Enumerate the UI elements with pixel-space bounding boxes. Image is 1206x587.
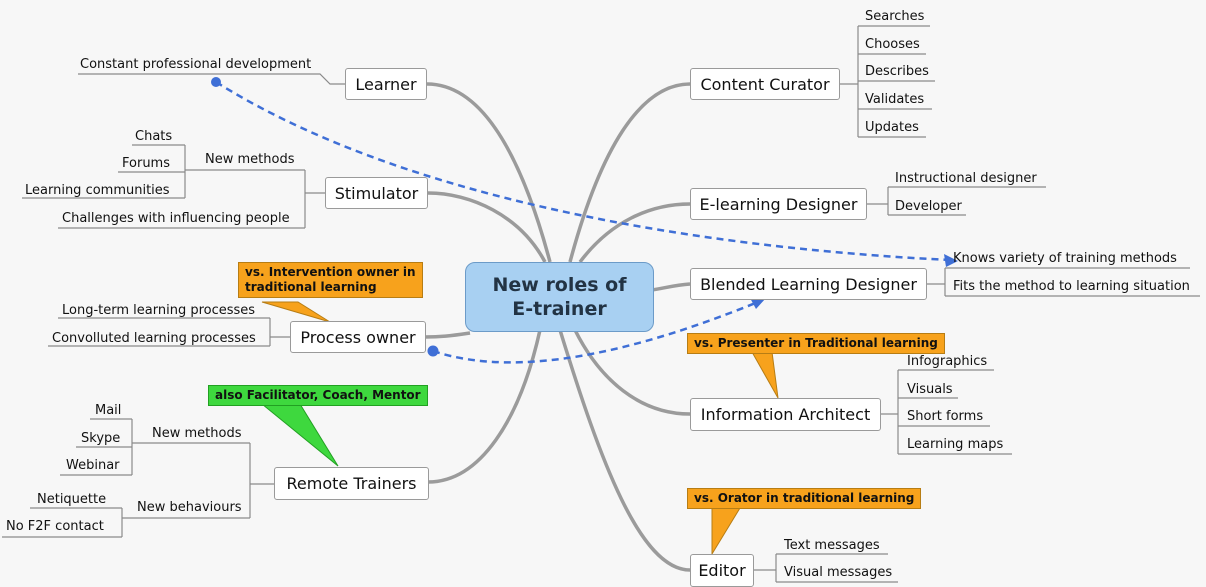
information-architect-item: Short forms (907, 409, 984, 424)
branch-learner (426, 82, 552, 263)
content-curator-item: Chooses (865, 37, 920, 52)
callout-process-owner-line1: vs. Intervention owner in (245, 265, 416, 279)
content-curator-item: Describes (865, 64, 929, 79)
editor-item: Text messages (784, 538, 880, 553)
callout-pointer-information-architect (751, 351, 779, 399)
callout-pointer-editor (711, 507, 741, 556)
process-owner-node[interactable]: Process owner (290, 321, 426, 353)
callout-information-architect: vs. Presenter in Traditional learning (687, 333, 945, 354)
branch-stimulator (427, 191, 547, 263)
information-architect-node[interactable]: Information Architect (690, 398, 881, 431)
stimulator-group-label: New methods (205, 152, 295, 167)
branch-process-owner (424, 331, 471, 339)
remote-group1-label: New methods (152, 426, 242, 441)
stimulator-item: Chats (135, 129, 173, 144)
elearning-designer-label: E-learning Designer (699, 194, 858, 214)
process-owner-item: Convolluted learning processes (52, 331, 256, 346)
blended-designer-item: Fits the method to learning situation (953, 279, 1190, 294)
information-architect-item: Visuals (907, 382, 953, 397)
elearning-designer-item: Developer (895, 199, 962, 214)
learner-node[interactable]: Learner (345, 68, 427, 100)
stimulator-label: Stimulator (334, 183, 419, 203)
information-architect-item: Learning maps (907, 437, 1004, 452)
information-architect-label: Information Architect (700, 405, 871, 424)
branch-remote-trainers (427, 329, 542, 484)
branch-editor (558, 329, 691, 572)
content-curator-node[interactable]: Content Curator (690, 68, 840, 100)
link-start-dot-icon (427, 345, 439, 357)
dashed-link-process-owner-to-blended (432, 300, 759, 364)
editor-label: Editor (698, 561, 746, 580)
branch-blended-designer (651, 282, 691, 292)
remote-group1-item: Mail (95, 403, 122, 418)
remote-group1-item: Webinar (66, 458, 120, 473)
blended-learning-designer-node[interactable]: Blended Learning Designer (690, 268, 927, 300)
blended-designer-item: Knows variety of training methods (953, 251, 1177, 266)
callout-pointer-remote-trainers (260, 403, 339, 467)
remote-group2-item: No F2F contact (6, 519, 104, 534)
stimulator-node[interactable]: Stimulator (325, 177, 428, 209)
branch-elearning-designer (578, 202, 691, 264)
callout-editor: vs. Orator in traditional learning (687, 488, 922, 509)
dashed-link-learner-to-training-methods (215, 80, 951, 262)
branch-information-architect (573, 329, 691, 416)
process-owner-item: Long-term learning processes (62, 303, 256, 318)
leaf-lines (2, 25, 1200, 583)
callout-remote-trainers: also Facilitator, Coach, Mentor (208, 385, 428, 406)
content-curator-label: Content Curator (700, 74, 830, 94)
editor-node[interactable]: Editor (690, 554, 754, 587)
stimulator-item: Forums (122, 156, 170, 171)
link-start-dot-icon (211, 77, 221, 87)
editor-item: Visual messages (784, 565, 893, 580)
callout-process-owner-line2: traditional learning (245, 280, 377, 294)
stimulator-extra: Challenges with influencing people (62, 211, 290, 226)
arrowhead-icon (944, 254, 958, 267)
stimulator-item: Learning communities (25, 183, 170, 198)
learner-label: Learner (355, 74, 417, 94)
remote-group2-item: Netiquette (37, 492, 107, 507)
content-curator-item: Validates (865, 92, 925, 107)
remote-group2-label: New behaviours (137, 500, 242, 515)
callout-process-owner: vs. Intervention owner in traditional le… (238, 262, 423, 298)
learner-leaf: Constant professional development (80, 57, 312, 72)
remote-trainers-label: Remote Trainers (286, 474, 417, 493)
blended-learning-designer-label: Blended Learning Designer (700, 274, 917, 294)
content-curator-item: Updates (865, 120, 919, 135)
process-owner-label: Process owner (300, 327, 416, 347)
content-curator-item: Searches (865, 9, 925, 24)
remote-trainers-node[interactable]: Remote Trainers (274, 467, 429, 500)
elearning-designer-node[interactable]: E-learning Designer (690, 188, 867, 220)
branch-content-curator (568, 82, 691, 263)
central-topic-node[interactable]: New roles of E-trainer (465, 262, 654, 332)
arrowhead-icon (750, 298, 766, 309)
elearning-designer-item: Instructional designer (895, 171, 1037, 186)
callout-pointer-process-owner (261, 301, 331, 323)
information-architect-item: Infographics (907, 354, 988, 369)
remote-group1-item: Skype (81, 431, 121, 446)
central-topic-line1: New roles of (492, 274, 627, 296)
central-topic-line2: E-trainer (512, 298, 607, 320)
